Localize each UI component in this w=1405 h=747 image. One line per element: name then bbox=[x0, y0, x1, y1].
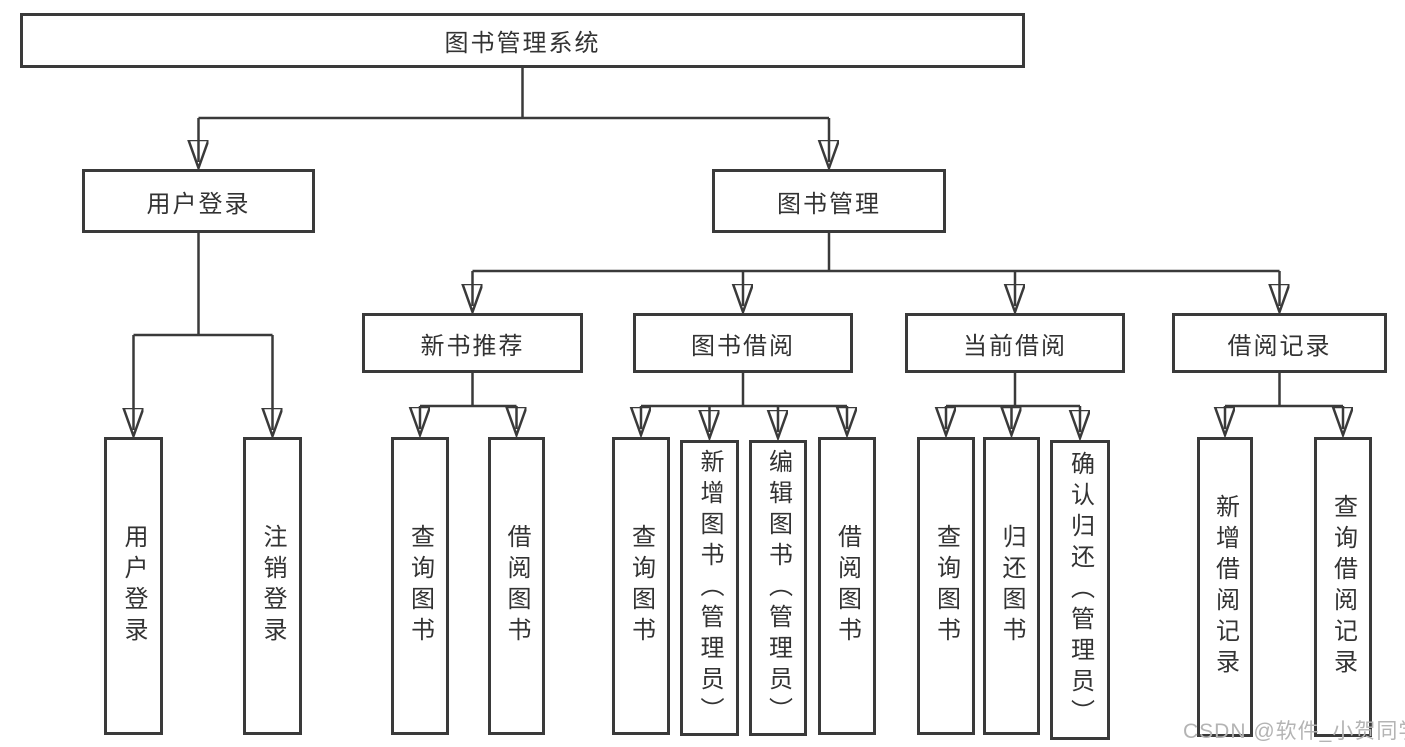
leaf-newbook-borrow-label: 借阅图书 bbox=[503, 524, 530, 648]
leaf-newbook-query: 查询图书 bbox=[391, 437, 449, 735]
leaf-borrow-edit-admin: 编辑图书（管理员） bbox=[749, 440, 807, 736]
leaf-logout-label: 注销登录 bbox=[259, 524, 286, 648]
leaf-user-login-label: 用户登录 bbox=[120, 524, 147, 648]
leaf-user-login: 用户登录 bbox=[104, 437, 163, 735]
node-borrow-record: 借阅记录 bbox=[1172, 313, 1387, 373]
leaf-current-confirm-admin: 确认归还（管理员） bbox=[1050, 440, 1110, 740]
leaf-record-query: 查询借阅记录 bbox=[1314, 437, 1372, 737]
leaf-borrow-edit-admin-label: 编辑图书（管理员） bbox=[764, 448, 792, 728]
leaf-current-confirm-admin-label: 确认归还（管理员） bbox=[1066, 450, 1094, 730]
leaf-logout: 注销登录 bbox=[243, 437, 302, 735]
node-book-management: 图书管理 bbox=[712, 169, 946, 233]
leaf-record-add-label: 新增借阅记录 bbox=[1211, 494, 1239, 680]
leaf-borrow-query-label: 查询图书 bbox=[627, 524, 655, 648]
leaf-borrow-add-admin: 新增图书（管理员） bbox=[680, 440, 739, 736]
leaf-current-return-label: 归还图书 bbox=[998, 524, 1025, 648]
node-user-login: 用户登录 bbox=[82, 169, 315, 233]
leaf-newbook-borrow: 借阅图书 bbox=[488, 437, 545, 735]
node-root: 图书管理系统 bbox=[20, 13, 1025, 68]
leaf-current-query: 查询图书 bbox=[917, 437, 975, 735]
node-current-borrow: 当前借阅 bbox=[905, 313, 1125, 373]
leaf-newbook-query-label: 查询图书 bbox=[406, 524, 434, 648]
node-book-borrow-label: 图书借阅 bbox=[691, 332, 795, 360]
leaf-current-query-label: 查询图书 bbox=[932, 524, 960, 648]
leaf-current-return: 归还图书 bbox=[983, 437, 1040, 735]
leaf-record-add: 新增借阅记录 bbox=[1197, 437, 1253, 737]
leaf-record-query-label: 查询借阅记录 bbox=[1329, 494, 1357, 680]
leaf-borrow-query: 查询图书 bbox=[612, 437, 670, 735]
node-book-borrow: 图书借阅 bbox=[633, 313, 853, 373]
node-new-book-label: 新书推荐 bbox=[420, 332, 525, 360]
node-borrow-record-label: 借阅记录 bbox=[1227, 332, 1332, 360]
node-book-management-label: 图书管理 bbox=[777, 190, 881, 218]
node-root-label: 图书管理系统 bbox=[444, 30, 601, 57]
node-current-borrow-label: 当前借阅 bbox=[963, 332, 1067, 360]
leaf-borrow-book: 借阅图书 bbox=[818, 437, 876, 735]
leaf-borrow-book-label: 借阅图书 bbox=[833, 524, 861, 648]
leaf-borrow-add-admin-label: 新增图书（管理员） bbox=[696, 448, 723, 728]
csdn-watermark: CSDN @软件_小贺同学 bbox=[1183, 720, 1405, 743]
node-new-book: 新书推荐 bbox=[362, 313, 583, 373]
node-user-login-label: 用户登录 bbox=[146, 190, 251, 218]
